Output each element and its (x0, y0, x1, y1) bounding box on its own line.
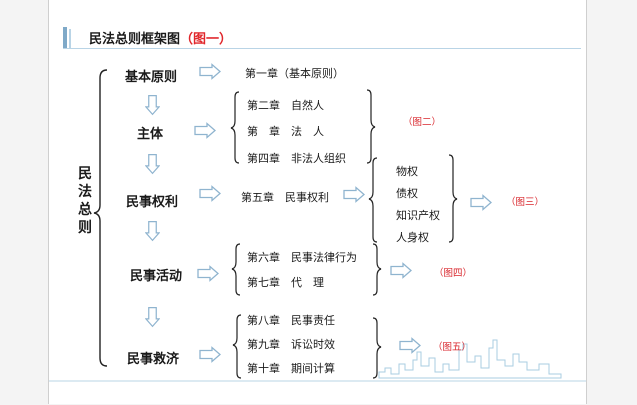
down-arrow-icon-3 (145, 220, 160, 242)
right-arrow-icon-activity (197, 265, 219, 282)
diagram-title-main: 民法总则框架图 (89, 32, 181, 47)
category-basic-principles: 基本原则 (125, 70, 178, 85)
skyline-decoration (378, 339, 562, 379)
down-arrow-icon-1 (145, 94, 160, 116)
right-arrow-icon-remedy (199, 346, 221, 363)
down-arrow-icon-4 (145, 306, 160, 328)
category-civil-remedies: 民事救济 (127, 352, 180, 367)
right-item-creditor: 债权 (396, 187, 418, 200)
figure-ref-3: （图三） (506, 197, 545, 208)
activity-right-brace (372, 243, 382, 296)
right-arrow-icon-ch5 (343, 186, 365, 203)
category-civil-rights: 民事权利 (126, 195, 179, 210)
right-item-intellectual-property: 知识产权 (396, 209, 440, 222)
category-civil-activities: 民事活动 (130, 269, 183, 284)
title-accent-bar (63, 27, 67, 49)
figure-ref-4: （图四） (434, 268, 473, 279)
subject-left-brace (230, 91, 240, 164)
chapter-9: 第九章 诉讼时效 (247, 338, 335, 351)
figure-ref-2: （图二） (403, 117, 442, 128)
title-bar: 民法总则框架图（图一） (63, 27, 581, 49)
root-brace (93, 69, 108, 367)
right-arrow-icon-basic (199, 63, 221, 80)
right-arrow-icon-fig4 (390, 262, 412, 279)
chapter-6: 第六章 民事法律行为 (247, 251, 357, 264)
chapter-8: 第八章 民事责任 (247, 314, 335, 327)
diagram-title: 民法总则框架图（图一） (89, 28, 232, 47)
right-arrow-icon-fig5 (399, 337, 421, 354)
chapter-4: 第四章 非法人组织 (247, 152, 346, 165)
chapter-5: 第五章 民事权利 (241, 191, 329, 204)
chapter-7: 第七章 代 理 (247, 276, 324, 289)
diagram-slide: 民法总则框架图（图一） (48, 0, 587, 404)
connector-layer (49, 63, 586, 382)
right-arrow-icon-rights (199, 185, 221, 202)
right-arrow-icon-fig3 (470, 194, 492, 211)
down-arrow-icon-2 (145, 153, 160, 175)
right-arrow-icon-subject (194, 122, 216, 139)
chapter-10: 第十章 期间计算 (247, 362, 335, 375)
category-subject: 主体 (137, 127, 164, 142)
chapter-1: 第一章（基本原则） (245, 67, 344, 80)
activity-left-brace (231, 243, 241, 296)
chapter-3: 第 章 法 人 (247, 125, 324, 138)
right-item-property: 物权 (396, 165, 418, 178)
figure-ref-5: （图五） (433, 342, 472, 353)
diagram-title-figure-ref: （图一） (180, 32, 233, 47)
rights-left-brace (368, 157, 378, 243)
title-accent-line (69, 29, 71, 49)
remedy-right-brace (372, 317, 382, 379)
chapter-2: 第二章 自然人 (247, 99, 324, 112)
remedy-left-brace (232, 314, 242, 379)
subject-right-brace (366, 89, 376, 164)
root-label: 民法总则 (78, 166, 92, 236)
title-underline (63, 48, 581, 49)
rights-right-brace (448, 154, 458, 243)
right-item-personality: 人身权 (396, 231, 429, 244)
